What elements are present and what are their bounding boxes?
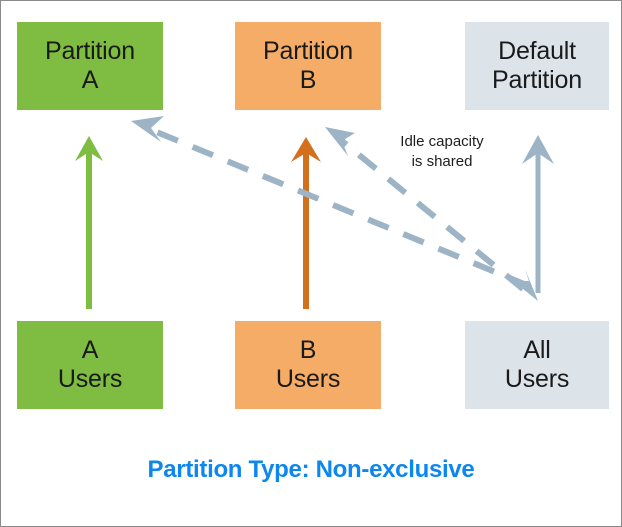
node-all-users-line2: Users — [504, 365, 570, 393]
node-b-users-line2: Users — [275, 365, 341, 393]
node-default-partition-line2: Partition — [492, 66, 582, 94]
arrow-b-users-to-partition-b-icon — [291, 137, 321, 309]
node-a-users-line2: Users — [57, 365, 123, 393]
arrow-idle-share-to-partition-a-icon — [131, 116, 531, 289]
partition-type-caption: Partition Type: Non-exclusive — [147, 456, 475, 483]
arrow-a-users-to-partition-a-icon — [75, 136, 103, 309]
node-partition-a[interactable]: Partition A — [17, 22, 163, 110]
node-partition-b-line1: Partition — [263, 36, 353, 65]
node-a-users[interactable]: A Users — [17, 321, 163, 409]
node-partition-a-line1: Partition — [45, 36, 135, 65]
node-b-users[interactable]: B Users — [235, 321, 381, 409]
node-partition-b[interactable]: Partition B — [235, 22, 381, 110]
arrow-idle-share-to-partition-b-icon — [325, 127, 525, 292]
arrow-all-users-to-default-partition-icon — [513, 135, 554, 301]
node-default-partition-line1: Default — [498, 36, 576, 65]
node-partition-a-line2: A — [81, 66, 99, 94]
idle-capacity-line1: Idle capacity — [400, 133, 484, 150]
idle-capacity-annotation: Idle capacity is shared — [369, 132, 515, 173]
node-all-users-line1: All — [523, 335, 551, 364]
idle-capacity-line2: is shared — [411, 153, 473, 171]
node-a-users-line1: A — [81, 335, 99, 364]
node-default-partition[interactable]: Default Partition — [465, 22, 609, 110]
node-all-users[interactable]: All Users — [465, 321, 609, 409]
node-partition-b-line2: B — [299, 66, 317, 94]
node-b-users-line1: B — [299, 335, 317, 364]
